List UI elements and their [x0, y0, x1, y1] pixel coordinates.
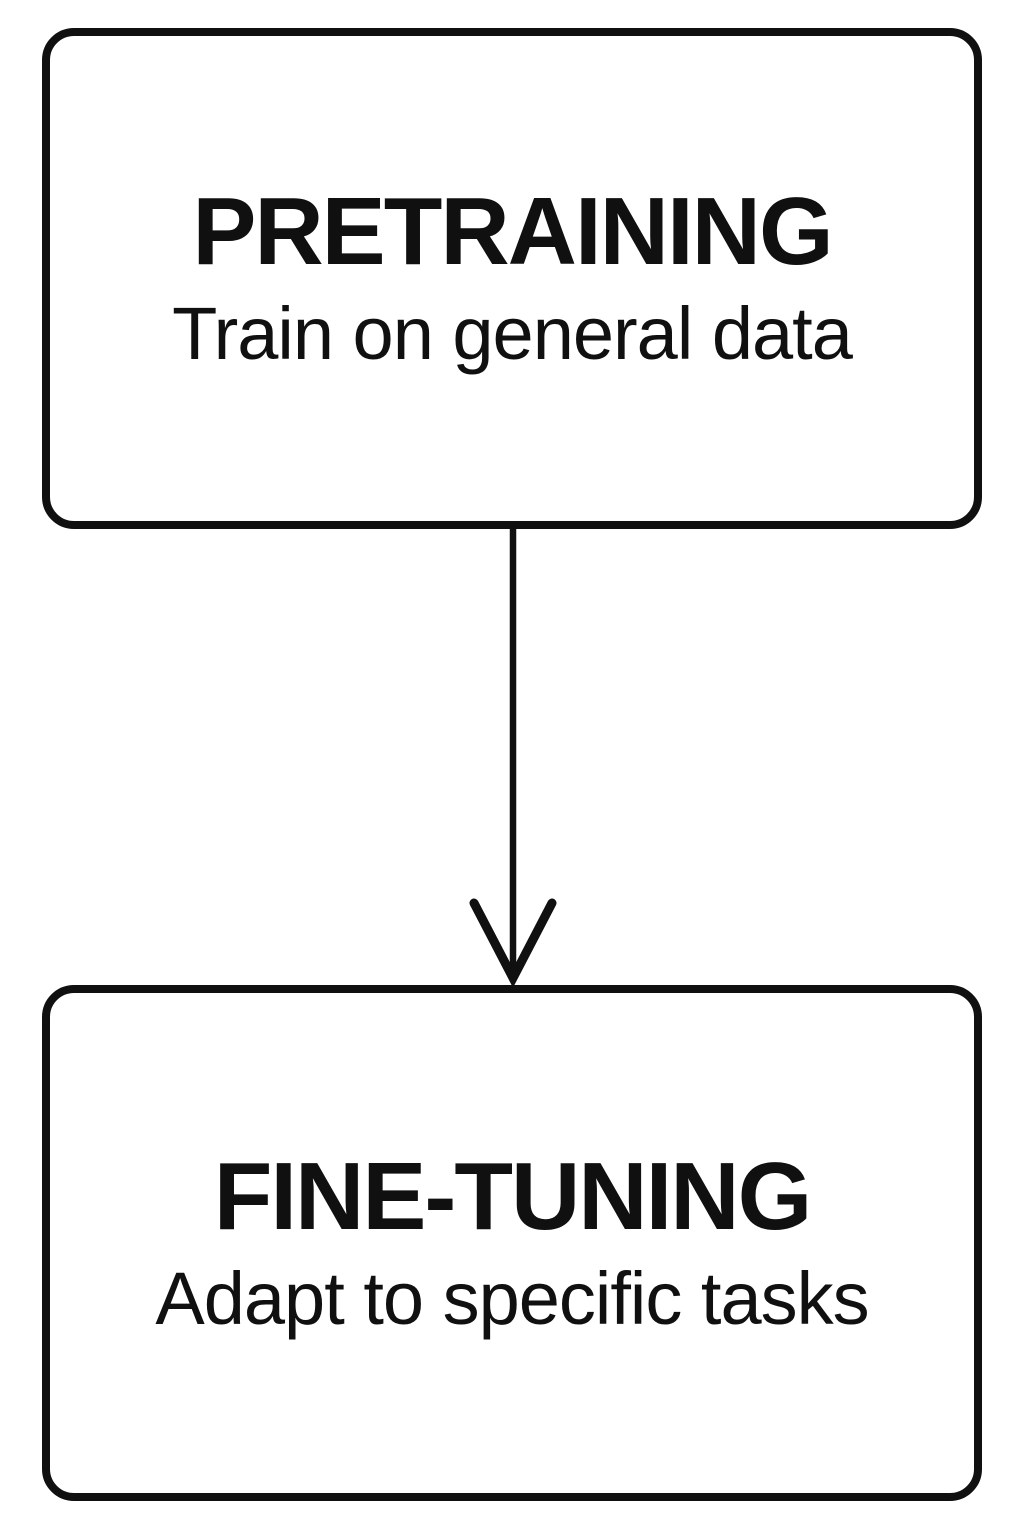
node-pretraining-subtitle: Train on general data: [172, 292, 853, 376]
node-finetuning-subtitle: Adapt to specific tasks: [155, 1256, 869, 1340]
node-pretraining-title: PRETRAINING: [192, 178, 833, 286]
down-arrow-icon: [469, 529, 557, 985]
node-pretraining: PRETRAINING Train on general data: [42, 28, 982, 529]
node-finetuning: FINE-TUNING Adapt to specific tasks: [42, 985, 982, 1501]
node-finetuning-title: FINE-TUNING: [213, 1142, 813, 1250]
